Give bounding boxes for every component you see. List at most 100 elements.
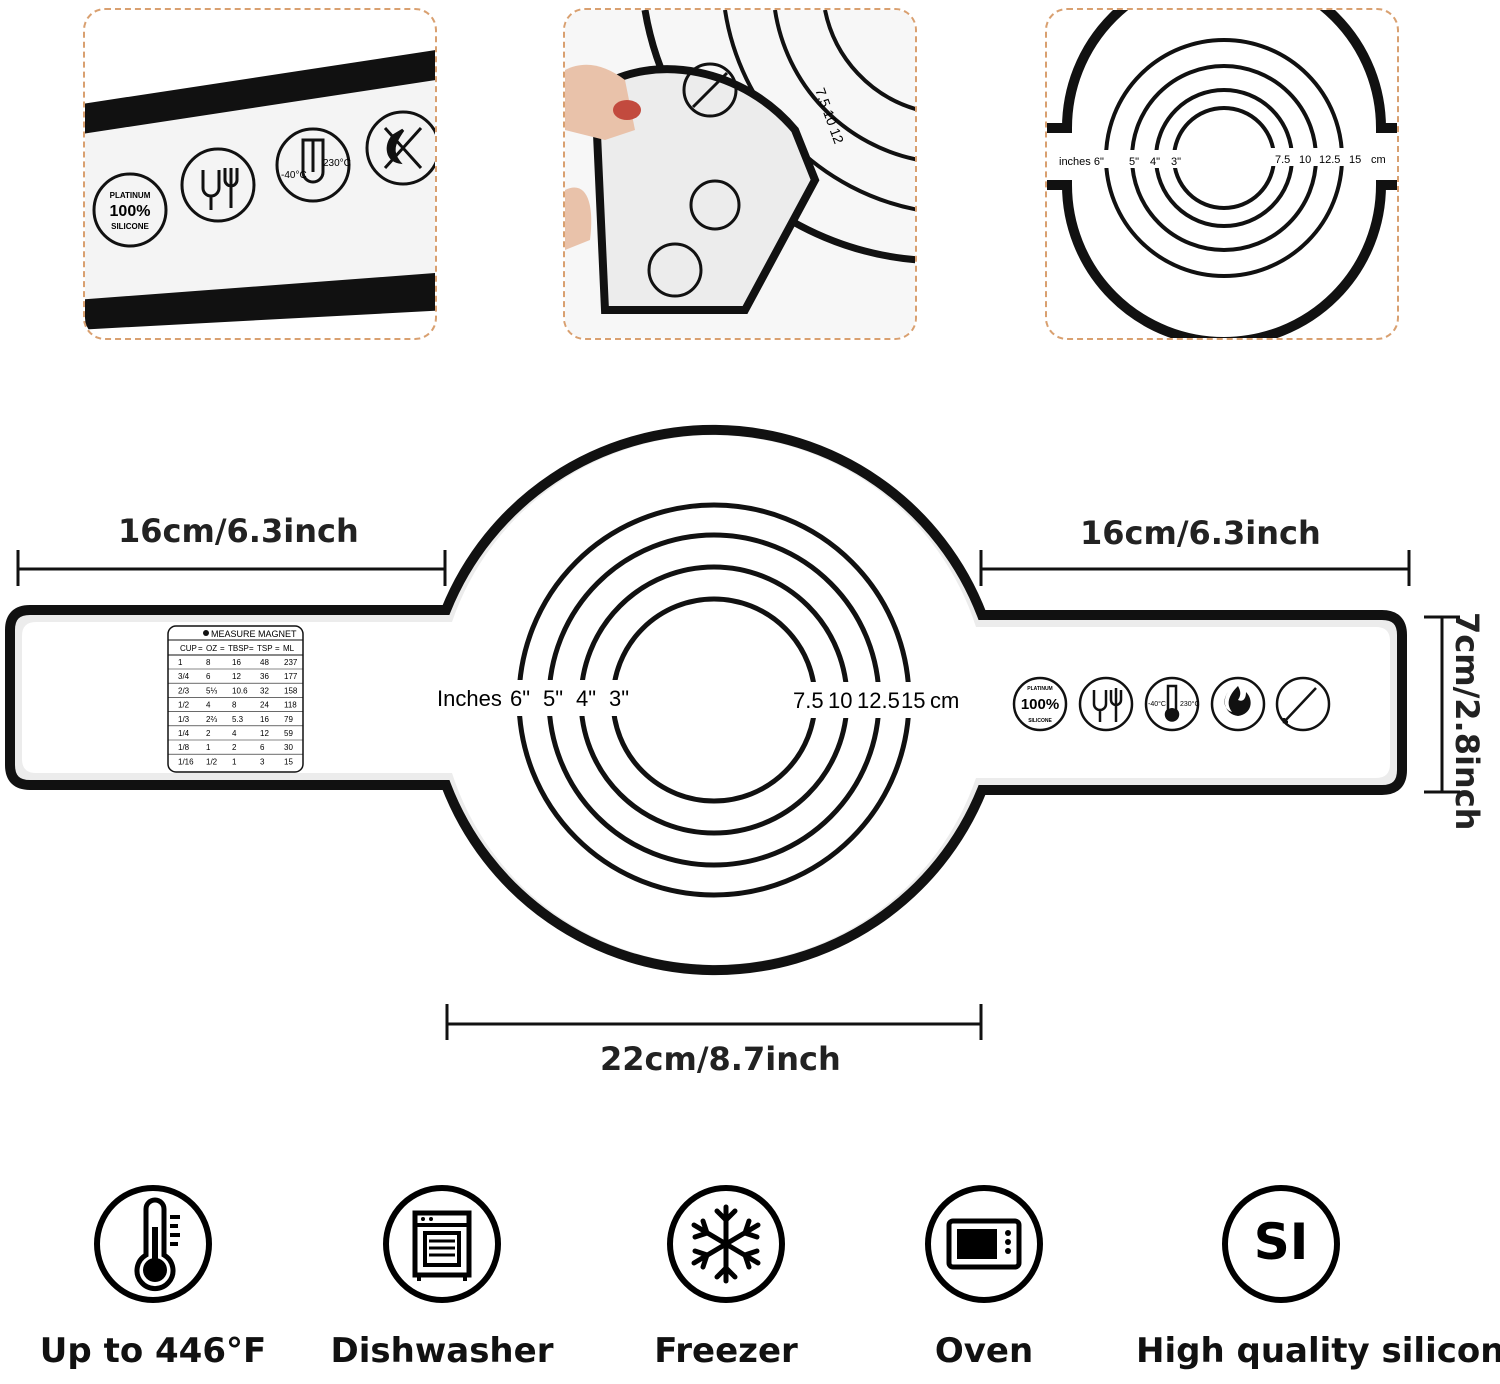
table-head-tbsp: TBSP — [228, 644, 249, 653]
mat-inch-4: 4" — [576, 686, 596, 711]
silicone-si-icon: SI — [1222, 1185, 1340, 1303]
feature-oven-label: Oven — [934, 1331, 1034, 1371]
mat-inches-label: Inches — [437, 686, 502, 711]
feature-freezer: Freezer — [586, 1185, 866, 1371]
measure-table-cell: 24 — [260, 701, 269, 710]
measure-table-cell: 3/4 — [178, 672, 190, 681]
circle-diameter-label: 22cm/8.7inch — [600, 1040, 841, 1078]
measure-table-cell: 2 — [232, 743, 237, 752]
photo-inch-5: 5" — [1129, 156, 1139, 168]
mat-temp-circle — [1144, 676, 1200, 732]
measure-table-cell: 2 — [206, 729, 211, 738]
mat-cm-10: 10 — [828, 688, 852, 713]
measure-table-cell: 16 — [260, 715, 269, 724]
measure-table-cell: 158 — [284, 686, 298, 695]
mat-flame-icon — [1224, 686, 1251, 716]
folded-mat-image: 7.5 10 12 — [565, 10, 915, 338]
silicone-si-symbol: SI — [1253, 1213, 1309, 1271]
measure-table-cell: 237 — [284, 658, 298, 667]
photo-circle-markings: inches 6" 5" 4" 3" 7.5 10 12.5 15 cm — [1045, 8, 1399, 340]
measure-table-cell: 1 — [206, 743, 211, 752]
snowflake-icon — [667, 1185, 785, 1303]
photo-cm-75: 7.5 — [1275, 154, 1290, 166]
measure-table-cell: 8 — [206, 658, 211, 667]
right-handle-length-label: 16cm/6.3inch — [1080, 514, 1321, 552]
badge-circle — [92, 172, 168, 248]
dimension-lines — [16, 550, 1460, 1040]
measure-table-cell: 48 — [260, 658, 269, 667]
measure-table-cell: 6 — [206, 672, 211, 681]
feature-silicone-label: High quality silicone — [1136, 1331, 1500, 1371]
photo-cm-10: 10 — [1299, 154, 1311, 166]
photo-temp-high: 230°C — [323, 158, 351, 169]
mat-temp-low: -40°C — [1148, 700, 1166, 708]
measure-table-cell: 5.3 — [232, 715, 244, 724]
measure-table-cell: 3 — [260, 757, 265, 766]
feature-heat-label: Up to 446°F — [39, 1331, 267, 1371]
measure-table-cell: 5⅓ — [206, 686, 217, 695]
mat-badge-mid: 100% — [1021, 696, 1059, 713]
table-head-ml: ML — [283, 644, 295, 653]
measure-table-cell: 36 — [260, 672, 269, 681]
table-head-cup: CUP — [180, 644, 197, 653]
photo-badge-top: PLATINUM — [110, 191, 151, 200]
measure-table-cell: 1/2 — [206, 757, 218, 766]
measure-table-cell: 1/3 — [178, 715, 190, 724]
photo-inch-label: inches 6" — [1059, 156, 1104, 168]
measure-table-cell: 4 — [206, 701, 211, 710]
measure-table-cell: 8 — [232, 701, 237, 710]
mat-badge-top: PLATINUM — [1027, 686, 1052, 692]
measure-table-cell: 10.6 — [232, 686, 248, 695]
mat-cm-unit: cm — [930, 688, 959, 713]
measure-table-cell: 2⅔ — [206, 715, 217, 724]
mat-temp-high: 230°C — [1180, 700, 1200, 708]
measure-table-cell: 16 — [232, 658, 241, 667]
measure-table-cell: 177 — [284, 672, 298, 681]
measure-table-cell: 1/8 — [178, 743, 190, 752]
measure-table-cell: 79 — [284, 715, 293, 724]
measure-table-cell: 4 — [232, 729, 237, 738]
mat-badge-circle — [1012, 676, 1068, 732]
feature-dishwasher: Dishwasher — [302, 1185, 582, 1371]
mat-inch-5: 5" — [543, 686, 563, 711]
closeup-icons-image: PLATINUM 100% SILICONE -40°C 230°C — [85, 50, 435, 330]
dishwasher-icon — [383, 1185, 501, 1303]
mat-knife-circle — [1275, 676, 1331, 732]
measure-table-cell: 1/4 — [178, 729, 190, 738]
table-head-eq2: = — [220, 644, 225, 653]
mat-inch-3: 3" — [609, 686, 629, 711]
measure-table-cell: 12 — [232, 672, 241, 681]
circle-markings-image: inches 6" 5" 4" 3" 7.5 10 12.5 15 cm — [1047, 10, 1397, 338]
photo-cm-15: 15 — [1349, 154, 1361, 166]
photo-temp-low: -40°C — [281, 170, 307, 181]
feature-oven: Oven — [844, 1185, 1124, 1371]
measure-table-cell: 15 — [284, 757, 293, 766]
photo-badge-bottom: SILICONE — [111, 222, 149, 231]
feature-dishwasher-label: Dishwasher — [330, 1331, 554, 1371]
mat-cm-75: 7.5 — [793, 688, 824, 713]
table-head-eq3: = — [249, 644, 254, 653]
measure-table-cell: 12 — [260, 729, 269, 738]
measure-table-cell: 1 — [178, 658, 183, 667]
table-head-eq4: = — [275, 644, 280, 653]
mat-cm-15: 15 — [901, 688, 925, 713]
mat-inch-6: 6" — [510, 686, 530, 711]
measure-table-cell: 30 — [284, 743, 293, 752]
feature-freezer-label: Freezer — [654, 1331, 798, 1371]
measure-table: MEASURE MAGNET CUP = OZ = TBSP = TSP = M… — [167, 625, 304, 773]
measure-table-cell: 118 — [284, 701, 297, 710]
table-head-oz: OZ — [206, 644, 217, 653]
mat-dish-circle — [1078, 676, 1134, 732]
table-head-eq1: = — [198, 644, 203, 653]
left-handle-length-label: 16cm/6.3inch — [118, 512, 359, 550]
photo-cm-unit: cm — [1371, 154, 1386, 166]
photo-closeup-icons: PLATINUM 100% SILICONE -40°C 230°C — [83, 8, 437, 340]
measure-table-cell: 1 — [232, 757, 237, 766]
table-head-tsp: TSP — [257, 644, 273, 653]
photo-cm-125: 12.5 — [1319, 154, 1340, 166]
feature-silicone: SI High quality silicone — [1136, 1185, 1500, 1371]
feature-heat-resistant: Up to 446°F — [13, 1185, 293, 1371]
mat-badge-bottom: SILICONE — [1028, 718, 1052, 724]
measure-table-cell: 2/3 — [178, 686, 190, 695]
measure-table-cell: 1/2 — [178, 701, 190, 710]
